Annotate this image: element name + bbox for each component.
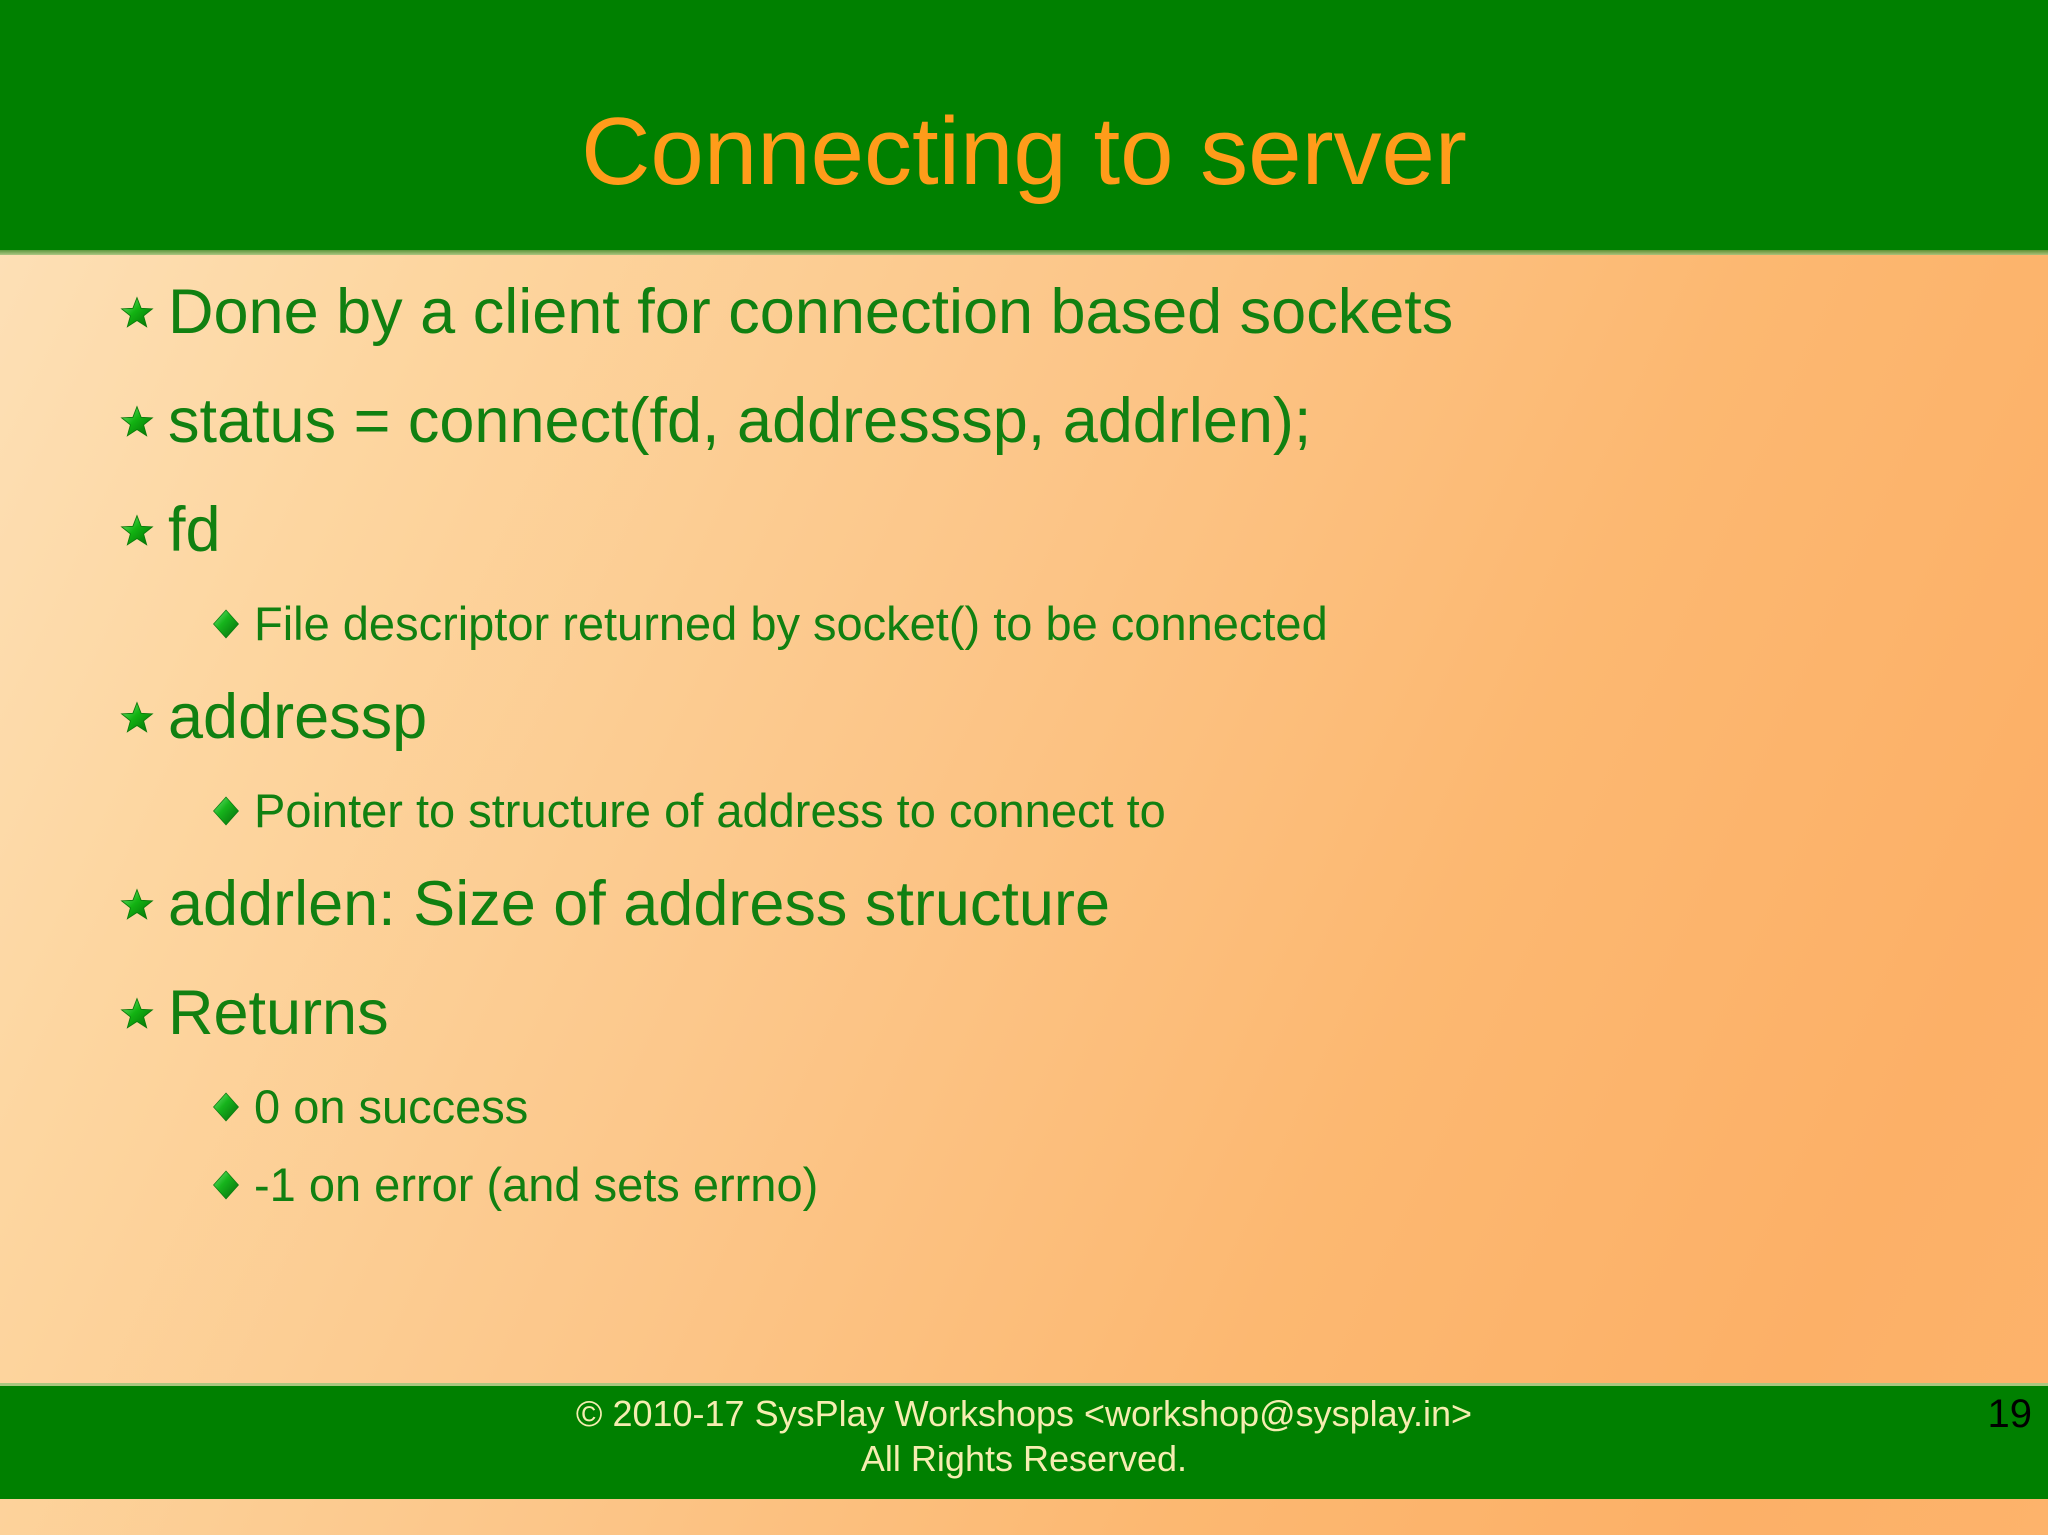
footer-line-1: © 2010-17 SysPlay Workshops <workshop@sy… (575, 1393, 1473, 1434)
bullet-text: -1 on error (and sets errno) (254, 1158, 819, 1211)
bullet-text: Done by a client for connection based so… (168, 277, 1454, 347)
bullet-text: status = connect(fd, addresssp, addrlen)… (168, 386, 1312, 456)
page-title: Connecting to server (581, 98, 1467, 205)
bullet-text: addressp (168, 682, 428, 752)
diamond-bullet-icon (208, 585, 254, 663)
bullet-text: 0 on success (254, 1080, 529, 1133)
star-bullet-icon (118, 367, 168, 476)
bullet-text: addrlen: Size of address structure (168, 869, 1110, 939)
slide-header-band (0, 0, 2048, 250)
bullet-text: Returns (168, 978, 389, 1048)
bullet-item: File descriptor returned by socket() to … (0, 585, 2048, 663)
diamond-bullet-icon (208, 1146, 254, 1224)
bullet-item: addrlen: Size of address structure (0, 850, 2048, 959)
bullet-text: Pointer to structure of address to conne… (254, 784, 1166, 837)
bullet-text: File descriptor returned by socket() to … (254, 597, 1328, 650)
bullet-item: addressp (0, 663, 2048, 772)
bullet-text: fd (168, 495, 221, 565)
diamond-bullet-icon (208, 772, 254, 850)
footer-line-2: All Rights Reserved. (860, 1438, 1188, 1479)
bullet-item: -1 on error (and sets errno) (0, 1146, 2048, 1224)
bullet-item: fd (0, 476, 2048, 585)
bullet-item: status = connect(fd, addresssp, addrlen)… (0, 367, 2048, 476)
slide-body-bullet-list: Done by a client for connection based so… (0, 258, 2048, 1224)
bullet-item: Done by a client for connection based so… (0, 258, 2048, 367)
bullet-item: 0 on success (0, 1068, 2048, 1146)
header-underline-rule (0, 250, 2048, 255)
bullet-item: Pointer to structure of address to conne… (0, 772, 2048, 850)
star-bullet-icon (118, 959, 168, 1068)
star-bullet-icon (118, 663, 168, 772)
bullet-item: Returns (0, 959, 2048, 1068)
star-bullet-icon (118, 258, 168, 367)
diamond-bullet-icon (208, 1068, 254, 1146)
star-bullet-icon (118, 850, 168, 959)
footer-copyright-text: © 2010-17 SysPlay Workshops <workshop@sy… (0, 1391, 2048, 1481)
page-number: 19 (1987, 1392, 2033, 1436)
slide-footer-band (0, 1383, 2048, 1499)
star-bullet-icon (118, 476, 168, 585)
